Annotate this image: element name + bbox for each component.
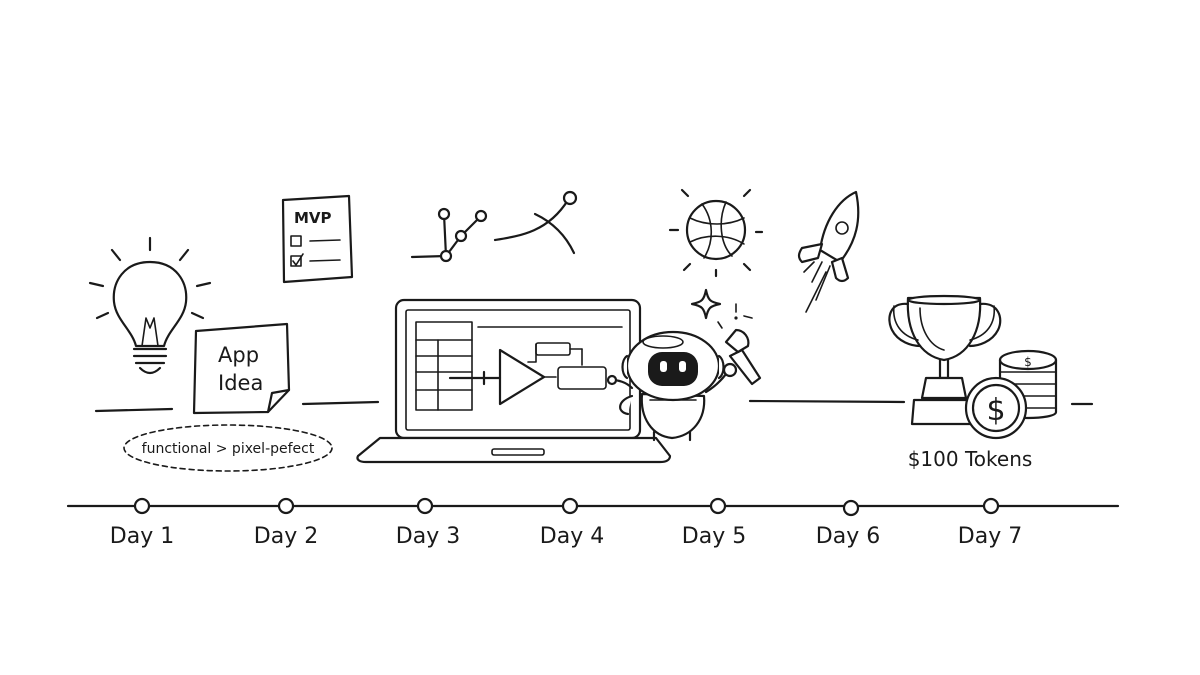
stack-coin-symbol: $ xyxy=(1024,355,1032,369)
tagline-callout: functional > pixel-pefect xyxy=(123,424,333,472)
trophy-icon xyxy=(888,294,1002,426)
timeline-day-2: Day 2 xyxy=(254,497,318,549)
floor-line xyxy=(748,399,906,404)
timeline-day-4: Day 4 xyxy=(540,497,604,549)
rocket-icon xyxy=(797,190,860,313)
floor-line xyxy=(94,407,174,413)
timeline-node xyxy=(709,497,727,515)
graph-icon xyxy=(410,190,578,263)
timeline-day-3: Day 3 xyxy=(396,497,460,549)
lightbulb-icon xyxy=(88,236,212,375)
timeline-node xyxy=(133,497,151,515)
timeline-node xyxy=(842,499,860,517)
timeline-node xyxy=(982,497,1000,515)
timeline-node xyxy=(277,497,295,515)
timeline: Day 1 Day 2 Day 3 Day 4 Day 5 Day 6 Day … xyxy=(66,497,1120,549)
note-line-1: App xyxy=(218,343,259,367)
floor-line xyxy=(301,400,380,406)
day-label: Day 5 xyxy=(682,524,746,549)
checklist-icon: MVP xyxy=(281,194,354,284)
timeline-node xyxy=(561,497,579,515)
timeline-node xyxy=(416,497,434,515)
paintbrush-icon xyxy=(717,303,762,386)
robot-icon xyxy=(606,330,738,442)
sticky-note-icon: App Idea xyxy=(192,322,291,415)
reward-label: $100 Tokens xyxy=(908,447,1033,471)
tagline-text: functional > pixel-pefect xyxy=(142,441,315,457)
day-label: Day 1 xyxy=(110,524,174,549)
day-label: Day 7 xyxy=(958,524,1022,549)
day-label: Day 4 xyxy=(540,524,604,549)
mvp-title: MVP xyxy=(294,209,332,227)
timeline-day-7: Day 7 xyxy=(958,497,1022,549)
laptop-icon xyxy=(356,298,672,464)
timeline-day-1: Day 1 xyxy=(110,497,174,549)
coin-stack-icon: $ $ xyxy=(964,349,1058,440)
day-label: Day 2 xyxy=(254,524,318,549)
timeline-day-6: Day 6 xyxy=(816,499,880,549)
coin-symbol: $ xyxy=(986,393,1005,428)
timeline-day-5: Day 5 xyxy=(682,497,746,549)
day-label: Day 3 xyxy=(396,524,460,549)
day-label: Day 6 xyxy=(816,524,880,549)
sparkle-icon xyxy=(690,288,722,320)
note-line-2: Idea xyxy=(218,371,263,395)
basketball-icon xyxy=(668,188,764,278)
